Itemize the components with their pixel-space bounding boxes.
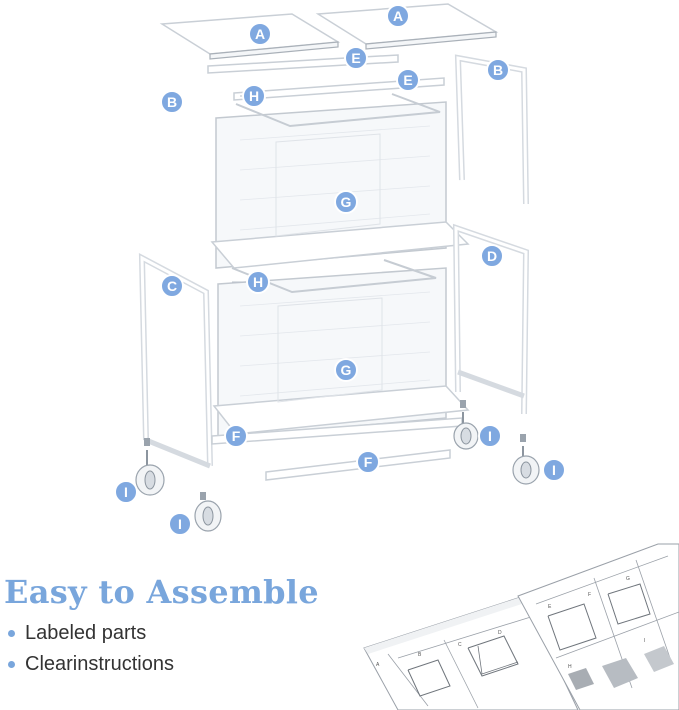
badge-b-left-label: B bbox=[167, 94, 177, 110]
badge-i-3: I bbox=[478, 424, 502, 448]
manual-label: D bbox=[498, 630, 502, 636]
badge-e-lower: E bbox=[396, 68, 420, 92]
badge-a-left: A bbox=[248, 22, 272, 46]
badge-f-upper: F bbox=[224, 424, 248, 448]
badge-e-upper: E bbox=[344, 46, 368, 70]
badge-h-upper: H bbox=[242, 84, 266, 108]
manual-label: G bbox=[626, 576, 630, 582]
badge-a-right-label: A bbox=[393, 8, 403, 24]
badge-f-lower-label: F bbox=[364, 454, 373, 470]
side-frame-d bbox=[452, 223, 530, 415]
feature-label: Labeled parts bbox=[25, 622, 147, 644]
badge-b-right: B bbox=[486, 58, 510, 82]
feature-item: Labeled parts bbox=[8, 618, 174, 649]
badge-b-left: B bbox=[160, 90, 184, 114]
hanging-rail-upper bbox=[235, 93, 441, 128]
headline: Easy to Assemble bbox=[4, 573, 319, 611]
manual-label: F bbox=[588, 592, 591, 598]
instruction-manual-image: A B C D E F G H I bbox=[363, 543, 679, 710]
badge-i-3-label: I bbox=[488, 428, 492, 444]
badge-a-left-label: A bbox=[255, 26, 265, 42]
bullet-dot-icon bbox=[8, 630, 15, 637]
badge-i-1: I bbox=[114, 480, 138, 504]
bullet-dot-icon bbox=[8, 661, 15, 668]
caster-wheel-3 bbox=[453, 400, 479, 450]
feature-label: Clearinstructions bbox=[25, 653, 174, 675]
badge-h-lower-label: H bbox=[253, 274, 263, 290]
manual-label: B bbox=[418, 652, 422, 658]
manual-label: C bbox=[458, 642, 462, 648]
badge-h-upper-label: H bbox=[249, 88, 259, 104]
caster-wheel-4 bbox=[512, 434, 540, 485]
badge-b-right-label: B bbox=[493, 62, 503, 78]
badge-g-lower-label: G bbox=[341, 362, 352, 378]
feature-list: Labeled parts Clearinstructions bbox=[8, 618, 174, 680]
badge-e-upper-label: E bbox=[351, 50, 360, 66]
manual-label: H bbox=[568, 664, 572, 670]
feature-item: Clearinstructions bbox=[8, 649, 174, 680]
badge-f-lower: F bbox=[356, 450, 380, 474]
caster-wheel-2 bbox=[194, 492, 222, 532]
badge-g-upper-label: G bbox=[341, 194, 352, 210]
manual-part-labels: A B C D E F G H I bbox=[376, 576, 645, 670]
caster-wheel-1 bbox=[135, 438, 165, 496]
badge-i-4: I bbox=[542, 458, 566, 482]
badge-c: C bbox=[160, 274, 184, 298]
badge-g-upper: G bbox=[334, 190, 358, 214]
badge-d: D bbox=[480, 244, 504, 268]
badge-i-4-label: I bbox=[552, 462, 556, 478]
badge-i-1-label: I bbox=[124, 484, 128, 500]
manual-left-page bbox=[363, 595, 579, 710]
badge-a-right: A bbox=[386, 4, 410, 28]
badge-i-2: I bbox=[168, 512, 192, 536]
crossbar-e-upper bbox=[207, 54, 399, 74]
crossbar-e-lower bbox=[233, 77, 445, 101]
badge-g-lower: G bbox=[334, 358, 358, 382]
manual-label: E bbox=[548, 604, 552, 610]
drawer-lower bbox=[212, 267, 470, 439]
badge-i-2-label: I bbox=[178, 516, 182, 532]
drawer-upper bbox=[210, 101, 470, 269]
badge-d-label: D bbox=[487, 248, 497, 264]
badge-c-label: C bbox=[167, 278, 177, 294]
manual-label: A bbox=[376, 662, 380, 668]
manual-label: I bbox=[644, 638, 645, 644]
manual-right-page bbox=[517, 543, 679, 710]
badge-e-lower-label: E bbox=[403, 72, 412, 88]
badge-h-lower: H bbox=[246, 270, 270, 294]
badge-f-upper-label: F bbox=[232, 428, 241, 444]
